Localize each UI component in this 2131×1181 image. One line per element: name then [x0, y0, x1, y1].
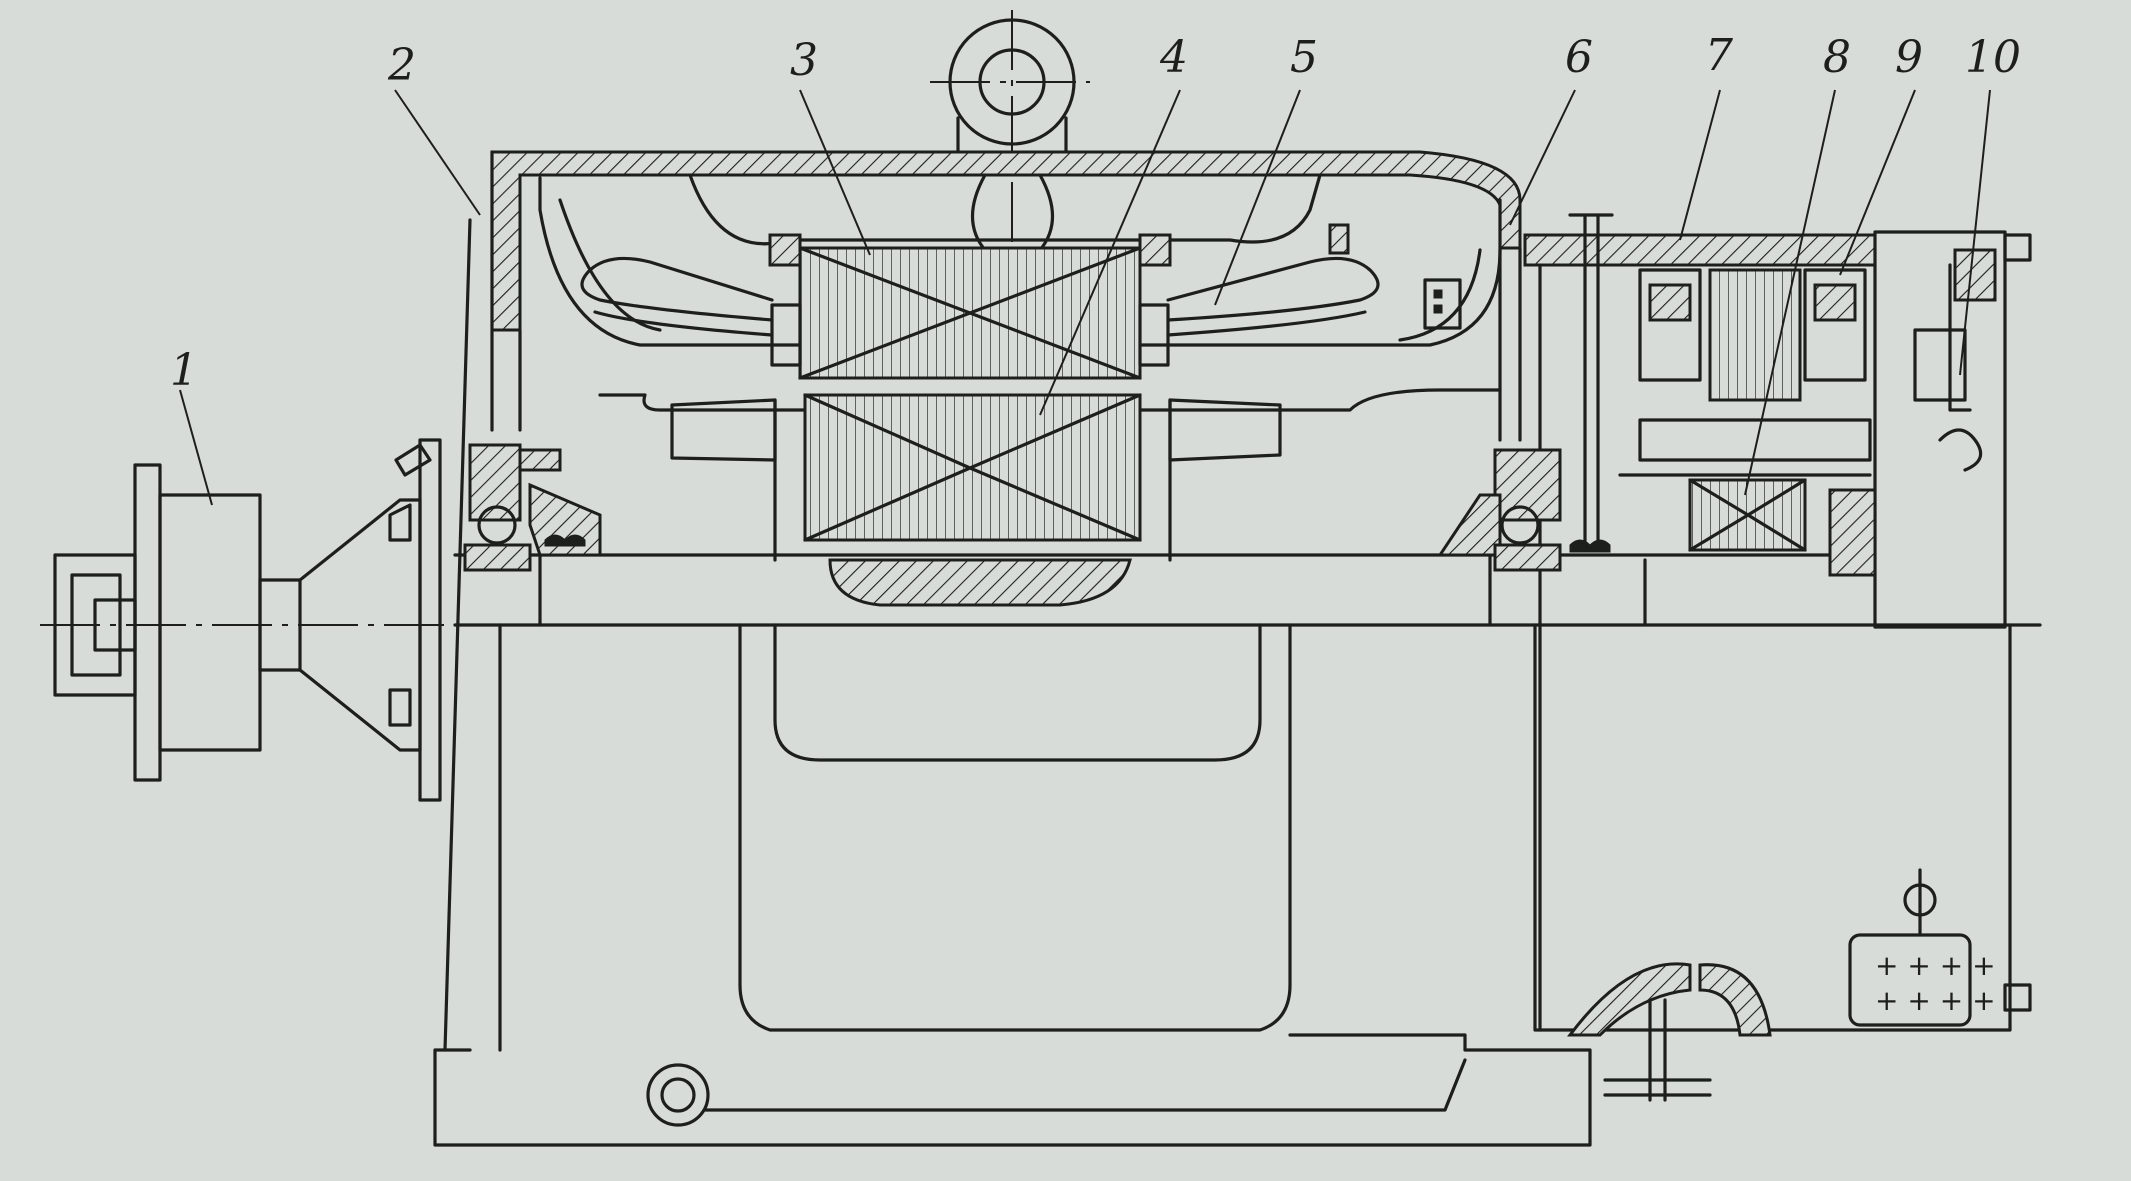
- callout-1: 1: [170, 345, 198, 396]
- stator-winding: [580, 223, 1462, 337]
- callout-labels: 1 2 3 4 5 6 7 8 9 10: [170, 30, 2021, 396]
- lifting-eye: [930, 10, 1090, 260]
- svg-text:+ + + +: + + + +: [1875, 984, 1996, 1017]
- shaft-coupling: [53, 463, 422, 782]
- rear-compartment: [1523, 213, 2032, 1012]
- callout-5: 5: [1290, 32, 1318, 83]
- callout-9: 9: [1895, 32, 1923, 83]
- callout-6: 6: [1565, 32, 1593, 83]
- base-frame: + + + + + + + +: [433, 623, 2012, 1147]
- callout-4: 4: [1159, 32, 1188, 83]
- right-bearing: [1437, 448, 1611, 572]
- left-bearing: [394, 438, 602, 802]
- leader-lines: [179, 89, 1991, 506]
- callout-8: 8: [1823, 32, 1851, 83]
- callout-3: 3: [790, 35, 818, 86]
- svg-text:+ + + +: + + + +: [1875, 949, 1996, 982]
- shaft: [453, 553, 2042, 627]
- callout-7: 7: [1705, 30, 1733, 81]
- callout-2: 2: [387, 40, 416, 91]
- motor-housing: [443, 150, 1542, 1052]
- stator-core: [768, 233, 1172, 380]
- callout-10: 10: [1965, 32, 2021, 83]
- rotor: [670, 393, 1282, 607]
